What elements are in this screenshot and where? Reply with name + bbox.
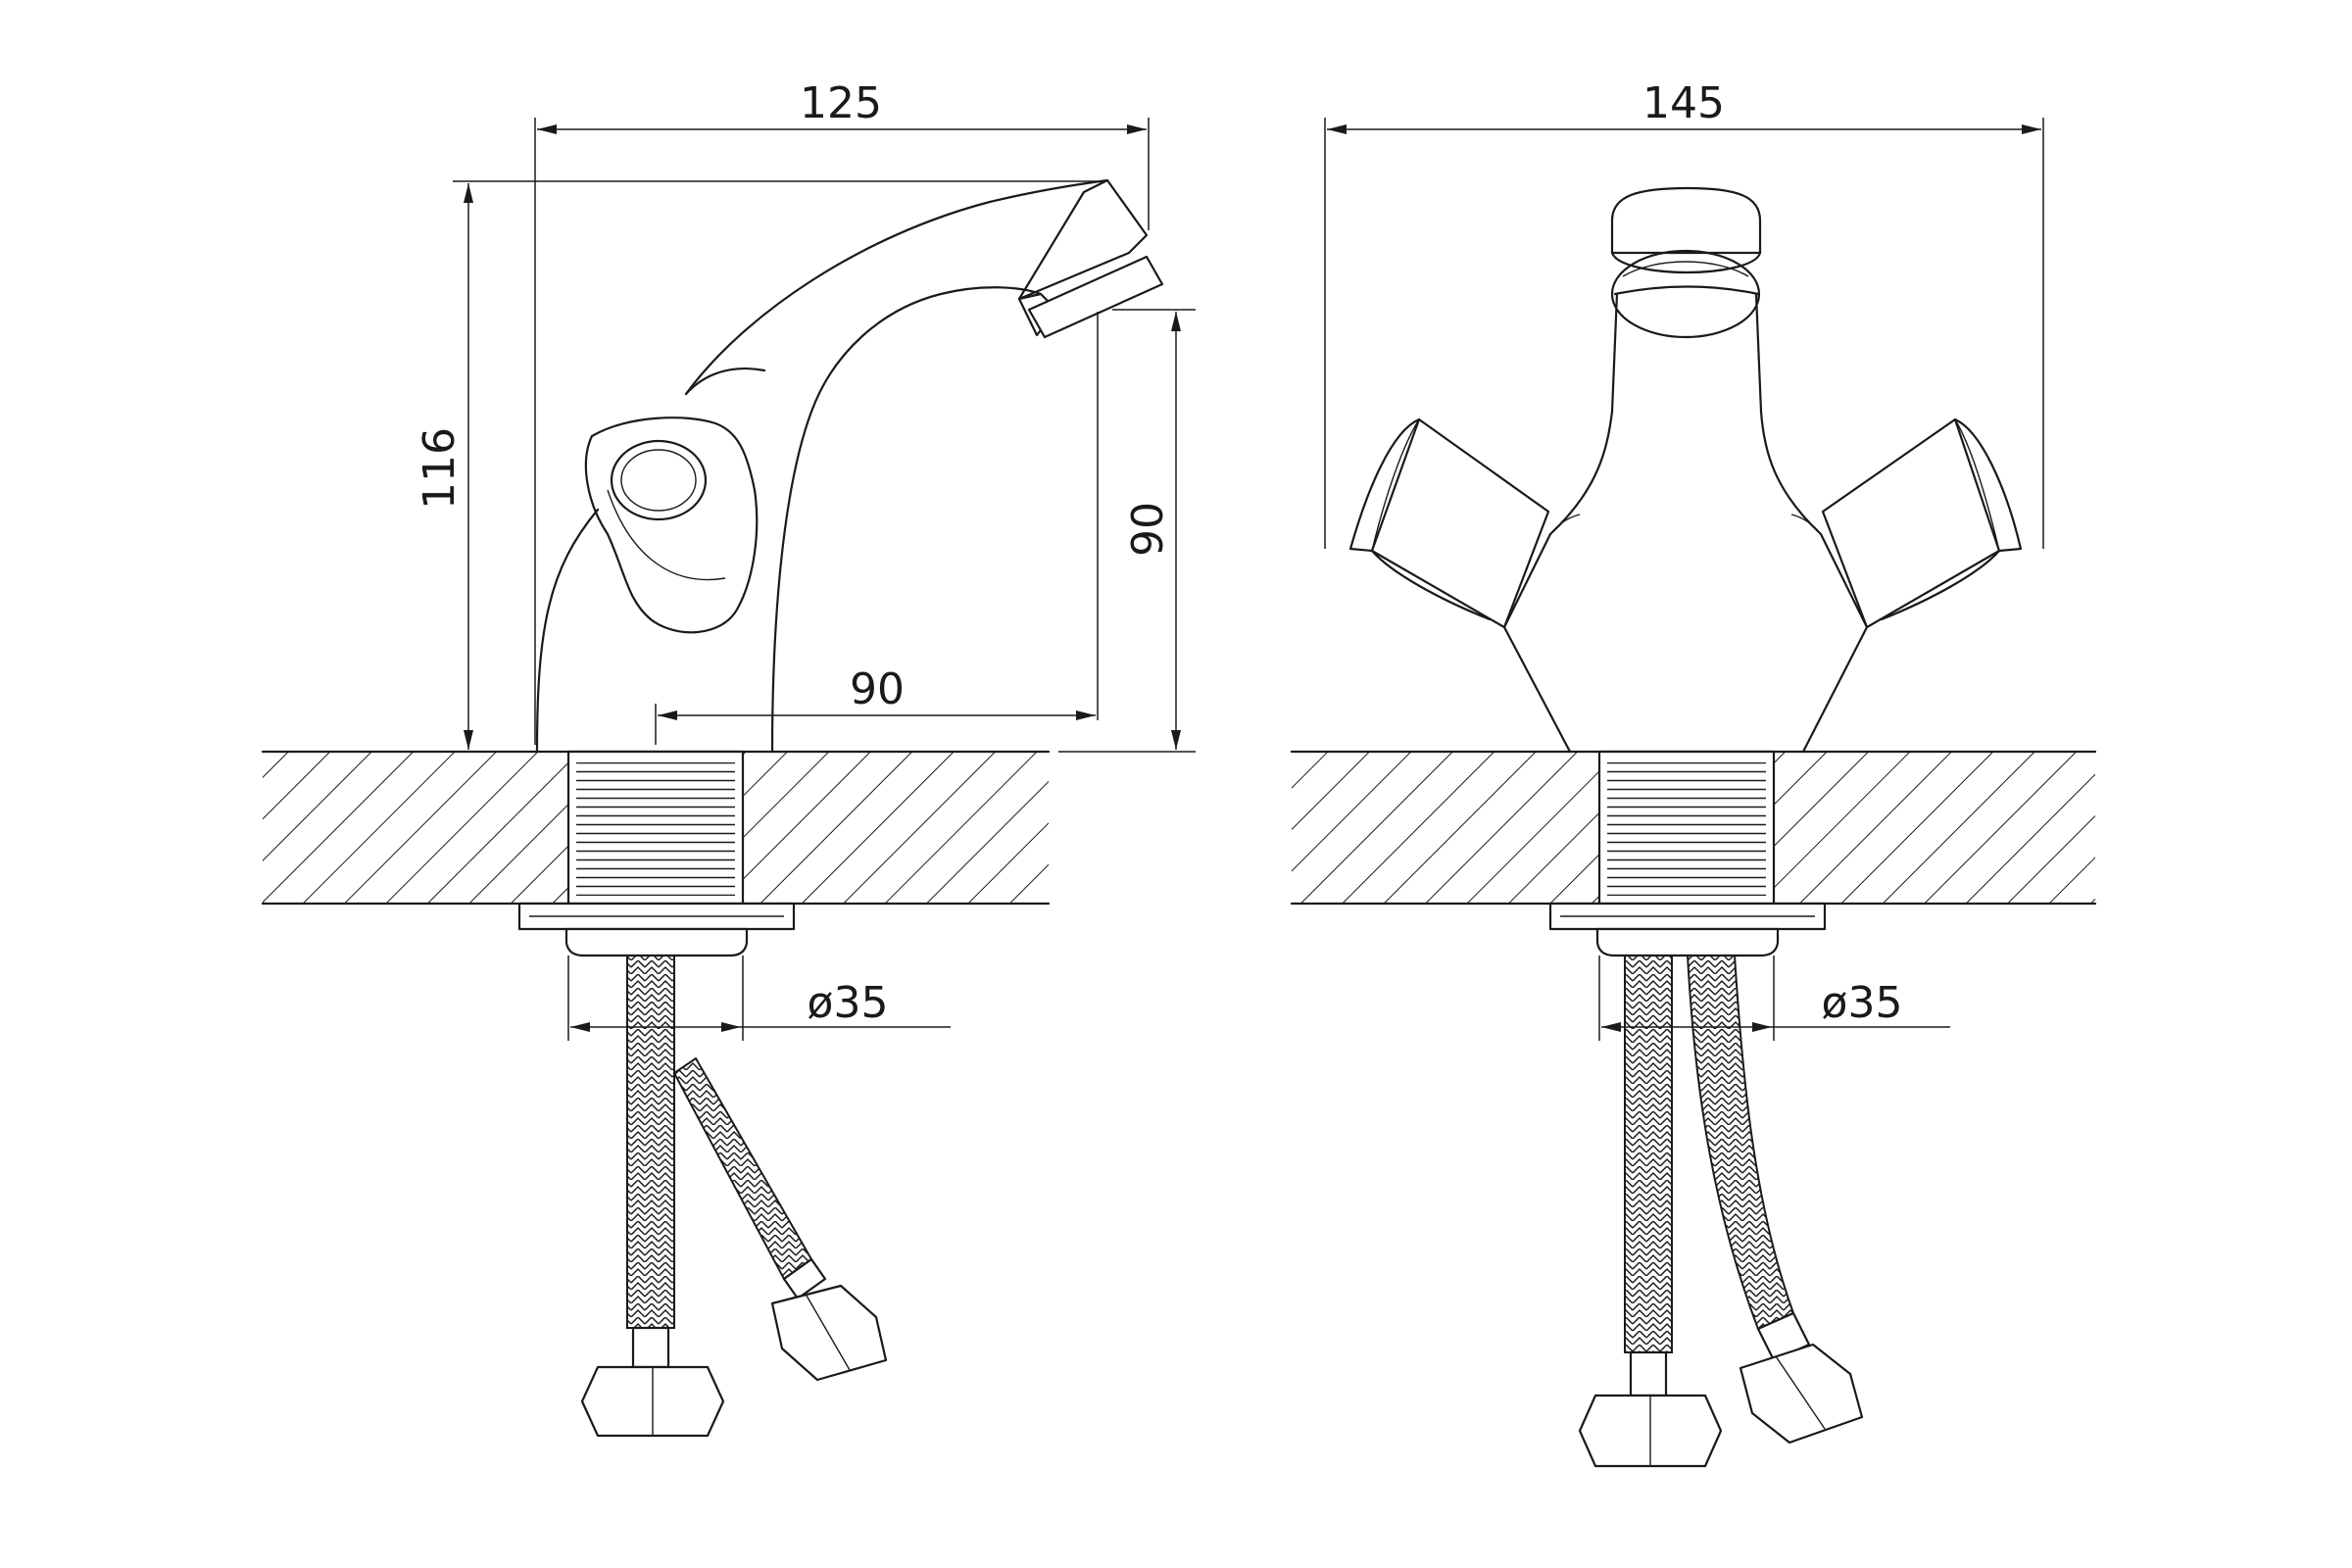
threaded-shank-side <box>566 750 745 906</box>
dim-width-125: 125 <box>534 78 1150 745</box>
dim-reach-90: 90 <box>655 664 1096 745</box>
hex-fitting-side-left <box>580 1365 725 1438</box>
faucet-body-side <box>535 178 1164 754</box>
faucet-body-front <box>1502 285 1869 754</box>
mounting-nut-side <box>517 902 796 957</box>
dim-height-116: 116 <box>415 180 1105 750</box>
hoses-side <box>626 955 827 1369</box>
dim-label-125: 125 <box>800 78 882 128</box>
dim-label-diameter-side: ø35 <box>808 978 889 1028</box>
hex-fitting-front-left <box>1578 1394 1723 1468</box>
dim-label-diameter-front: ø35 <box>1822 978 1903 1028</box>
dim-label-90-vertical: 90 <box>1123 502 1173 557</box>
threaded-shank-front <box>1597 750 1776 906</box>
dim-diameter-side: ø35 <box>567 956 951 1041</box>
hoses-front <box>1624 955 1811 1397</box>
spout-cap-front <box>1610 186 1762 339</box>
dim-height-90: 90 <box>1058 309 1196 753</box>
handle-side <box>584 416 759 634</box>
handle-front-right <box>1821 417 2023 629</box>
dim-width-145: 145 <box>1324 78 2044 549</box>
dim-label-90-horizontal: 90 <box>850 664 905 714</box>
side-view: 125 116 90 90 ø35 <box>261 78 1196 1438</box>
dim-label-145: 145 <box>1642 78 1725 128</box>
dim-diameter-front: ø35 <box>1598 956 1950 1041</box>
front-view: 145 ø35 <box>1290 78 2097 1468</box>
handle-front-left <box>1348 417 1550 629</box>
dim-label-116: 116 <box>415 427 465 510</box>
hex-fitting-front-right <box>1739 1343 1864 1445</box>
hex-fitting-side-right <box>770 1284 888 1382</box>
mounting-nut-front <box>1548 902 1827 957</box>
